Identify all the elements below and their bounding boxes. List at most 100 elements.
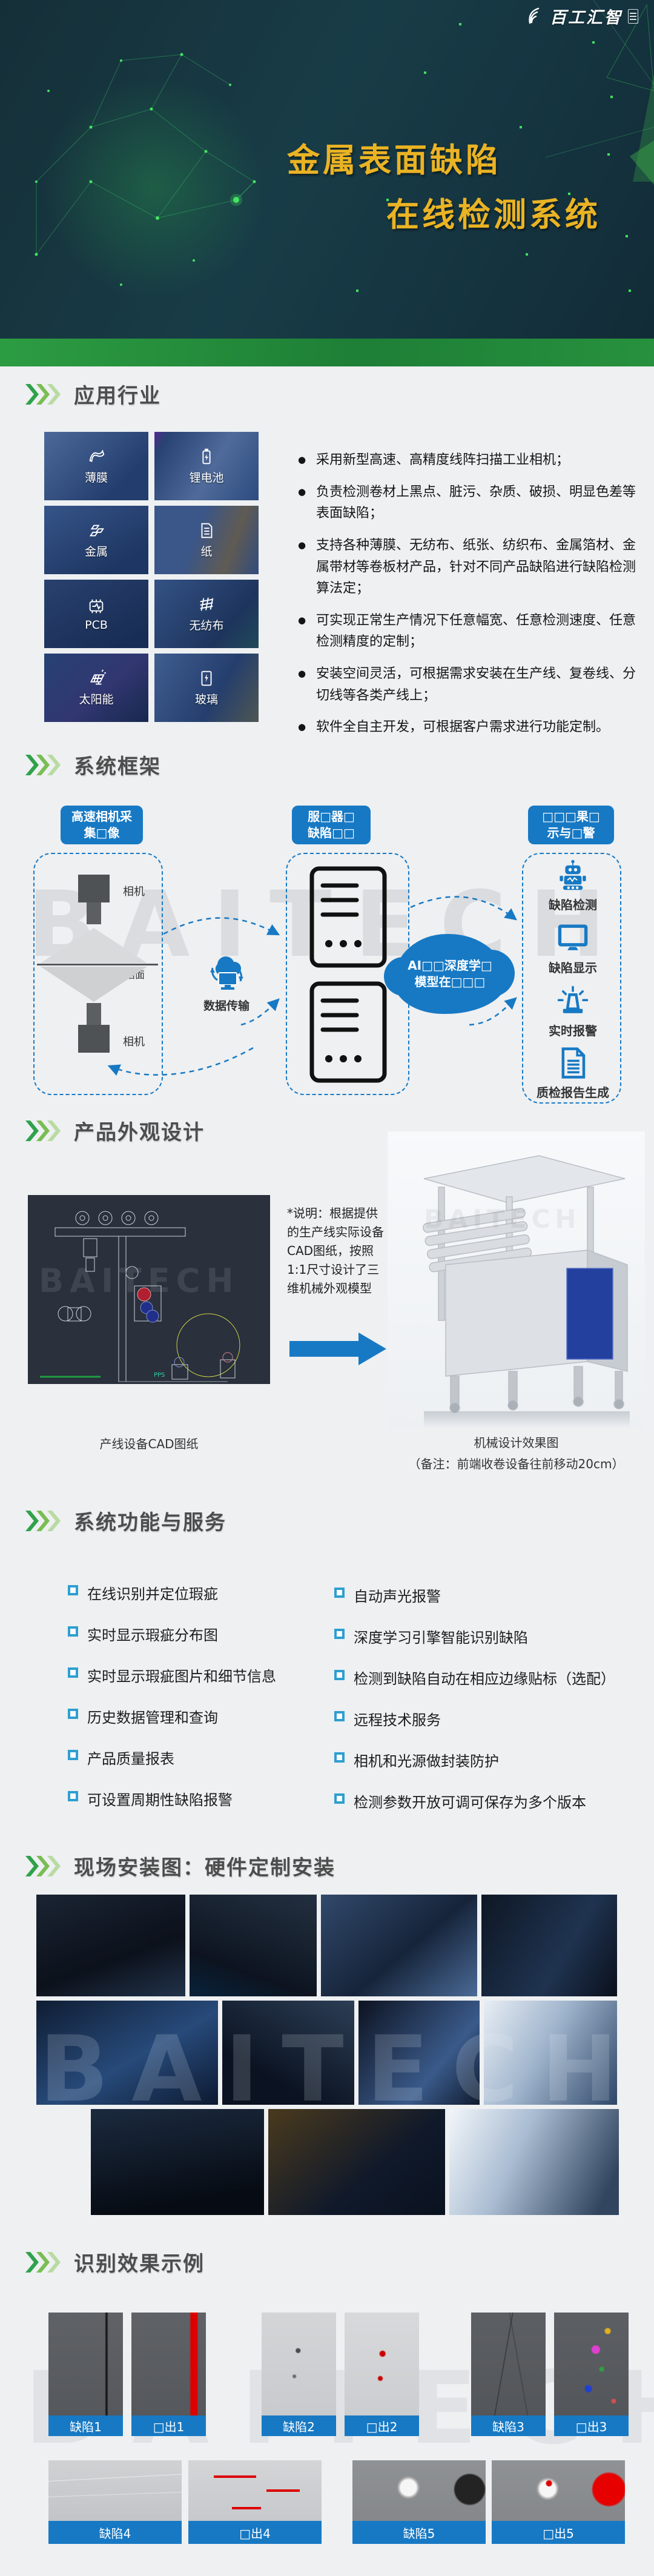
square-bullet-icon	[68, 1626, 78, 1637]
feature-text: 远程技术服务	[354, 1712, 441, 1729]
feature-text: 历史数据管理和查询	[87, 1709, 218, 1726]
square-bullet-icon	[68, 1585, 78, 1595]
alarm-icon	[557, 985, 589, 1013]
example-detect-5: □出5	[492, 2460, 625, 2544]
defect-image	[352, 2460, 486, 2521]
output-label: 缺陷检测	[549, 898, 597, 912]
network-glow	[33, 67, 276, 309]
chevrons-icon	[25, 1510, 61, 1531]
output-defect-detect: 缺陷检测	[523, 859, 623, 913]
page-title-line1: 金属表面缺陷	[287, 141, 501, 179]
industry-label: PCB	[85, 618, 108, 632]
feature-text: 相机和光源做封装防护	[354, 1753, 499, 1770]
example-label: 缺陷2	[262, 2415, 336, 2436]
collage-row	[91, 2109, 619, 2215]
example-defect-2: 缺陷2	[262, 2313, 336, 2436]
section-title: 识别效果示例	[74, 2252, 205, 2276]
square-bullet-icon	[68, 1667, 78, 1678]
company-logo: 百工汇智	[524, 4, 638, 28]
bullet-text: 支持各种薄膜、无纺布、纸张、纺织布、金属箔材、金属带材等卷板材产品，针对不同产品…	[316, 537, 636, 597]
flow-arrows	[107, 896, 517, 1076]
example-label: 缺陷4	[48, 2521, 182, 2544]
site-photo	[222, 2001, 354, 2105]
industry-label: 纸	[200, 545, 213, 558]
industry-label: 太阳能	[79, 693, 114, 706]
industry-label: 金属	[84, 545, 108, 558]
pill-camera-capture: 高速相机采 集□像	[61, 806, 143, 844]
bullet-text: 负责检测卷材上黑点、脏污、杂质、破损、明显色差等表面缺陷；	[316, 484, 636, 521]
section-header-installation: 现场安装图：硬件定制安装	[25, 1851, 335, 1881]
result-box: 缺陷检测 缺陷显示 实时报警	[522, 853, 621, 1104]
square-bullet-icon	[68, 1791, 78, 1801]
example-label: □出2	[345, 2415, 419, 2436]
site-photo	[36, 2001, 218, 2105]
bullet-dot: ●	[298, 539, 306, 551]
feature-text: 在线识别并定位瑕疵	[87, 1586, 218, 1603]
feature-text: 实时显示瑕疵图片和细节信息	[87, 1668, 276, 1685]
collage-row	[36, 2001, 619, 2105]
site-photo	[321, 1895, 477, 1996]
feature-text: 检测参数开放可调可保存为多个版本	[354, 1794, 586, 1811]
section-header-industries: 应用行业	[25, 379, 161, 409]
defect-image	[262, 2313, 336, 2415]
section-title: 系统功能与服务	[74, 1511, 226, 1535]
feature-item: 历史数据管理和查询	[68, 1706, 322, 1727]
example-defect-1: 缺陷1	[48, 2313, 123, 2436]
features-right-column: 自动声光报警 深度学习引擎智能识别缺陷 检测到缺陷自动在相应边缘贴标（选配） 远…	[334, 1584, 637, 1832]
bullet-dot: ●	[298, 486, 306, 497]
pcb-icon	[89, 599, 104, 613]
cad-drawing: PPS	[40, 1211, 240, 1382]
paper-icon	[201, 523, 213, 538]
section-header-design: 产品外观设计	[25, 1116, 205, 1145]
site-photo	[268, 2109, 445, 2215]
cloud-transfer-icon	[210, 956, 243, 990]
battery-icon	[202, 448, 211, 465]
chevrons-icon	[25, 2251, 61, 2273]
example-label: □出1	[131, 2415, 206, 2436]
output-label: 质检报告生成	[537, 1085, 609, 1100]
render-caption-title: 机械设计效果图	[474, 1435, 559, 1450]
ai-cloud: AI□□深度学□模型在□□□	[384, 934, 515, 1014]
section-title: 现场安装图：硬件定制安装	[74, 1856, 335, 1880]
bottom-camera-icon	[78, 1025, 110, 1053]
section-title: 系统框架	[74, 755, 161, 779]
feature-item: 在线识别并定位瑕疵	[68, 1582, 322, 1603]
detect-image	[345, 2313, 419, 2415]
chevrons-icon	[25, 754, 61, 775]
network-lines	[36, 54, 255, 256]
watermark: BAITECH	[39, 1262, 240, 1300]
chevrons-icon	[25, 1120, 61, 1141]
example-label: 缺陷5	[352, 2521, 486, 2544]
example-defect-5: 缺陷5	[352, 2460, 486, 2544]
square-bullet-icon	[334, 1793, 345, 1804]
industry-card-paper: 纸	[154, 506, 259, 574]
light-cone-lower	[41, 967, 147, 1002]
glass-icon	[201, 670, 212, 686]
feature-text: 可设置周期性缺陷报警	[87, 1792, 233, 1809]
industries-grid: 薄膜 锂电池 金属 纸 PCB 无纺布 太阳能 玻璃	[44, 432, 259, 722]
bullet-text: 采用新型高速、高精度线阵扫描工业相机；	[316, 452, 570, 468]
report-icon	[561, 1047, 586, 1079]
server-stack-icon	[309, 866, 387, 1083]
detect-image	[188, 2460, 322, 2521]
metal-icon	[89, 525, 105, 537]
example-defect-4: 缺陷4	[48, 2460, 182, 2544]
example-label: 缺陷3	[471, 2415, 546, 2436]
feature-text: 实时显示瑕疵分布图	[87, 1627, 218, 1644]
feature-item: 实时显示瑕疵图片和细节信息	[68, 1664, 322, 1686]
site-photo	[91, 2109, 264, 2215]
site-photo	[449, 2109, 619, 2215]
output-realtime-alarm: 实时报警	[523, 985, 623, 1039]
industry-card-glass: 玻璃	[154, 654, 259, 722]
feature-item: 实时显示瑕疵分布图	[68, 1623, 322, 1644]
site-photo	[358, 2001, 480, 2105]
bullet-dot: ●	[298, 454, 306, 465]
industry-card-film: 薄膜	[44, 432, 148, 500]
square-bullet-icon	[334, 1711, 345, 1721]
industry-label: 薄膜	[84, 471, 108, 485]
industry-card-pcb: PCB	[44, 580, 148, 648]
film-icon	[89, 449, 105, 462]
green-band	[0, 339, 654, 366]
square-bullet-icon	[334, 1752, 345, 1763]
defect-image	[48, 2313, 123, 2415]
